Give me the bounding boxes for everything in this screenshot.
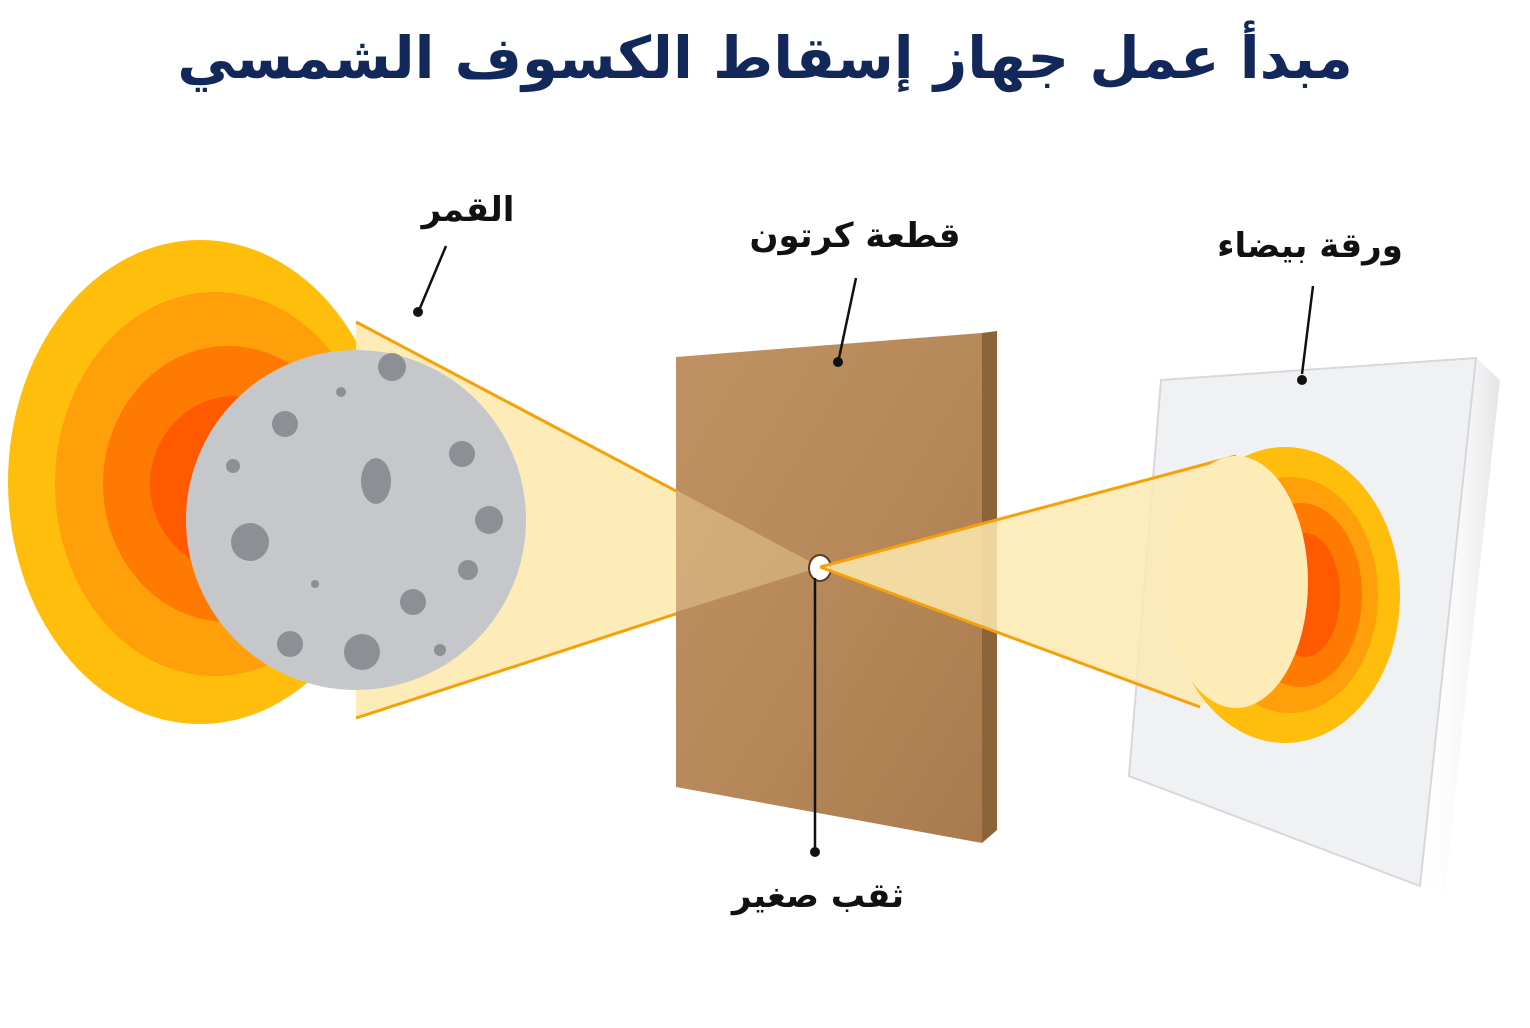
cardboard-label: قطعة كرتون — [749, 216, 961, 256]
moon-icon — [186, 350, 526, 690]
pinhole-label: ثقب صغير — [731, 876, 905, 916]
leader-paper — [1297, 285, 1315, 385]
cardboard-face — [676, 333, 982, 843]
leader-pinhole — [810, 578, 820, 857]
page-title: مبدأ عمل جهاز إسقاط الكسوف الشمسي — [177, 24, 1353, 92]
leader-moon — [413, 245, 448, 317]
projected-moon-shadow — [1164, 456, 1308, 708]
projected-eclipse-image — [1164, 447, 1400, 743]
paper-shadow — [1420, 358, 1500, 890]
leader-cardboard — [833, 277, 858, 367]
moon-craters — [226, 353, 503, 670]
moon-label: القمر — [421, 190, 515, 230]
beam-over-cardboard — [676, 490, 820, 612]
moon-disc — [186, 350, 526, 690]
paper-label: ورقة بيضاء — [1217, 226, 1403, 266]
